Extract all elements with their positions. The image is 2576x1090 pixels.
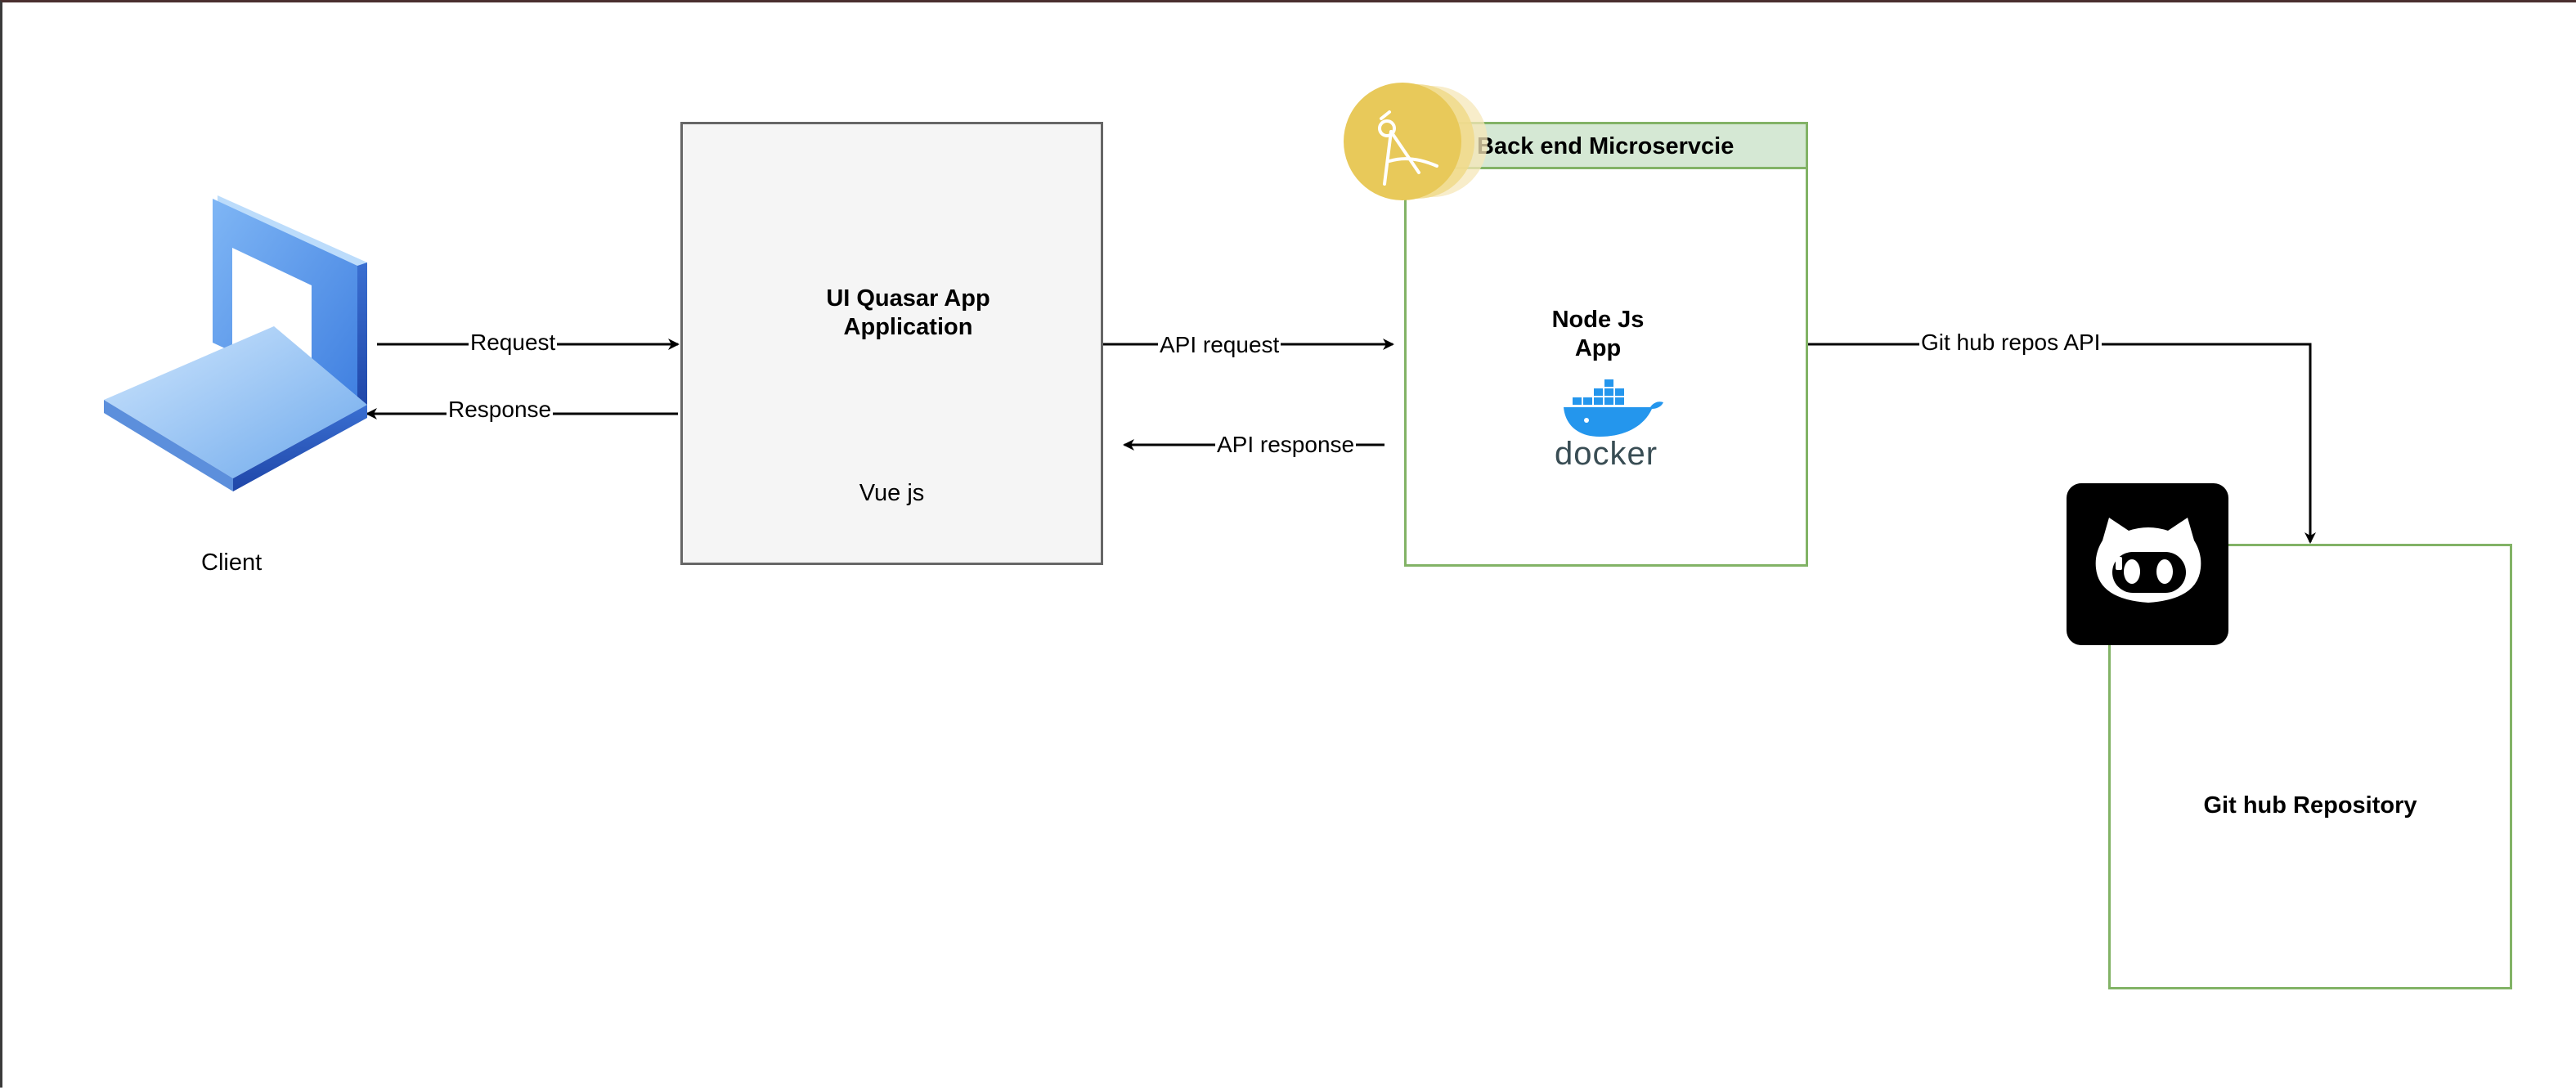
ui-app-title-line2: Application [843, 313, 973, 340]
ui-quasar-app-node[interactable]: UI Quasar App Application Vue js [680, 122, 1103, 565]
api-request-edge-label: API request [1158, 332, 1281, 358]
response-edge-label: Response [447, 397, 554, 423]
client-label: Client [201, 549, 263, 576]
api-response-edge-label: API response [1215, 432, 1357, 458]
github-octocat-icon [2067, 483, 2228, 645]
github-api-edge-label: Git hub repos API [1919, 330, 2103, 356]
ui-app-title-line1: UI Quasar App [826, 285, 990, 312]
github-repository-label: Git hub Repository [2203, 792, 2417, 819]
node-app-title-line1: Node Js [1551, 307, 1645, 333]
laptop-icon [99, 191, 374, 493]
ui-app-subtitle: Vue js [859, 480, 925, 506]
request-edge-label: Request [469, 330, 558, 356]
docker-whale-icon [1559, 379, 1665, 440]
github-api-edge [1808, 343, 2316, 544]
docker-wordmark: docker [1554, 436, 1658, 472]
backend-header-label: Back end Microservcie [1477, 133, 1735, 159]
compass-icon [1342, 81, 1514, 204]
node-app-title-line2: App [1574, 334, 1622, 361]
